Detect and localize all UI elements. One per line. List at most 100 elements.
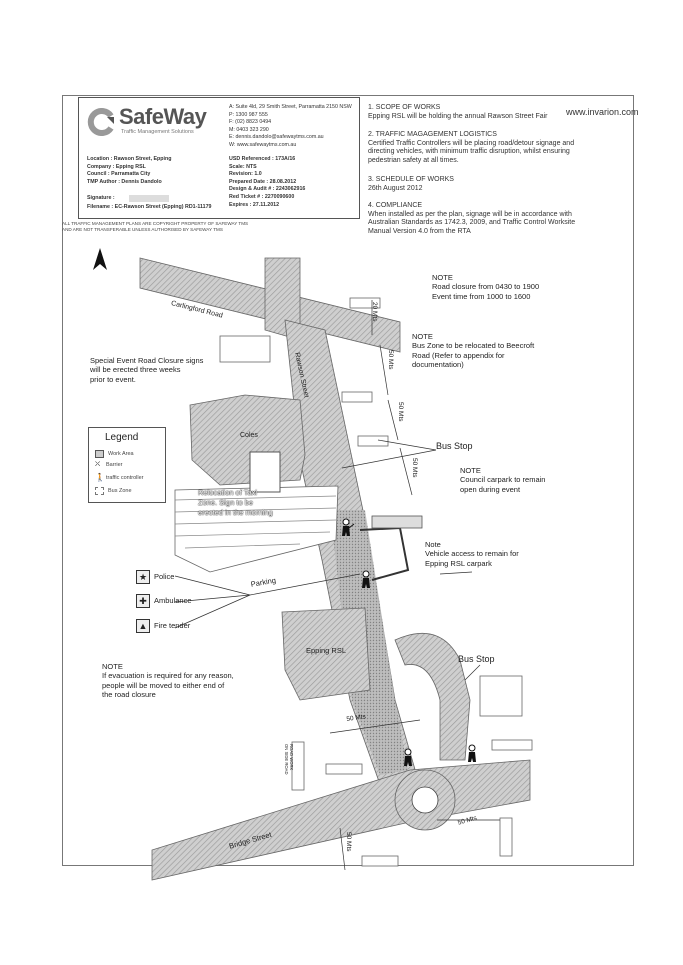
detail-usd: USD Referenced : 173A/16: [229, 156, 296, 162]
bus-stop-label: Bus Stop: [436, 441, 473, 451]
legend-title: Legend: [105, 432, 139, 443]
scope-line: 26th August 2012: [368, 184, 423, 192]
note-road-closure: NOTE Road closure from 0430 to 1900 Even…: [432, 273, 539, 301]
roundabout-island: [411, 786, 439, 814]
distance-label: 50 Mts: [397, 402, 404, 422]
distance-label: 50 Mts: [345, 832, 352, 852]
note-line: people will be moved to either end of: [102, 680, 225, 690]
detail-design: Design & Audit # : 2243062916: [229, 186, 306, 193]
contact-line: W: www.safewaytms.com.au: [229, 141, 297, 148]
note-line: documentation): [412, 360, 464, 370]
taxi-zone-line: erected in the morning: [198, 508, 273, 517]
scope-section-3: 3. SCHEDULE OF WORKS 26th August 2012: [368, 176, 454, 193]
note-line: Road closure from 0430 to 1900: [432, 282, 540, 292]
bus-zone-icon: [95, 487, 104, 495]
safeway-logo-icon: [87, 108, 115, 136]
scope-line: Manual Version 4.0 from the RTA: [368, 227, 471, 235]
detail-council: Council : Parramatta City: [87, 171, 151, 178]
detail-ticket: Red Ticket # : 2270090600: [229, 193, 295, 200]
barrier-icon: ⛌: [95, 461, 101, 468]
north-arrow-icon: [93, 248, 107, 270]
legend-label: Work Area: [108, 451, 134, 457]
detail-location: Location : Rawson Street, Epping: [87, 156, 172, 162]
detail-prepared: Prepared Date : 28.08.2012: [229, 178, 297, 185]
access-route: [359, 526, 410, 581]
detail-scale: Scale: NTS: [229, 163, 257, 170]
note-title: NOTE: [412, 332, 433, 341]
title-block: SafeWay Traffic Management Solutions A: …: [78, 97, 360, 219]
note-line: prior to event.: [90, 374, 136, 384]
contact-line: P: 1300 987 555: [229, 111, 268, 118]
sign-line: ROAD WORK: [289, 744, 294, 771]
scope-line: Epping RSL will be holding the annual Ra…: [368, 112, 548, 120]
legend-label: traffic controller: [106, 475, 144, 481]
contact-line: A: Suite 4ld, 29 Smith Street, Parramatt…: [229, 104, 352, 110]
plan-sheet: [62, 95, 634, 866]
epping-rsl-building: [281, 607, 371, 701]
scope-line: pedestrian safety at all times.: [368, 156, 459, 164]
detail-company: Company : Epping RSL: [87, 163, 146, 170]
note-line: Event time from 1000 to 1600: [432, 291, 531, 301]
note-vehicle-access: Note Vehicle access to remain for Epping…: [425, 540, 519, 568]
legend-item: ⛌ Barrier: [95, 461, 123, 468]
road-work-sign: ROAD WORK ON SIDE ROAD: [284, 744, 294, 774]
bus-stop-label: Bus Stop: [458, 654, 495, 664]
note-council-carpark: NOTE Council carpark to remain open duri…: [460, 466, 545, 494]
coles-label: Coles: [240, 432, 258, 439]
contact-line: E: dennis.dandolo@safewaytms.com.au: [229, 134, 324, 141]
note-line: Council carpark to remain: [460, 475, 546, 485]
service-label: Ambulance: [154, 595, 192, 605]
note-line: will be erected three weeks: [90, 365, 181, 375]
filename: Filename : EC-Rawson Street (Epping) RD1…: [87, 204, 212, 210]
note-line: the road closure: [102, 690, 156, 700]
legend-label: Bus Zone: [108, 488, 132, 494]
contact-block: A: Suite 4ld, 29 Smith Street, Parramatt…: [229, 104, 352, 150]
sign-line: ON SIDE ROAD: [284, 744, 289, 775]
scope-line: directing vehicles, with minimum traffic…: [368, 148, 570, 156]
taxi-zone-line: Relocation of Taxi: [198, 488, 258, 497]
legend: Legend Work Area ⛌ Barrier 🚶 traffic con…: [88, 427, 166, 503]
note-special-event: Special Event Road Closure signs will be…: [90, 356, 203, 384]
taxi-zone-line: Zone. Sign to be: [198, 498, 254, 507]
details-left: Location : Rawson Street, Epping Company…: [87, 156, 171, 186]
traffic-controller-icon: 🚶: [95, 473, 105, 482]
logo-subtitle: Traffic Management Solutions: [121, 129, 194, 135]
scope-title: 3. SCHEDULE OF WORKS: [368, 176, 454, 183]
ambulance-icon: ✚: [136, 594, 150, 608]
traffic-controllers: [342, 518, 476, 766]
disclaimer: ALL TRAFFIC MANAGEMENT PLANS ARE COPYRIG…: [62, 221, 248, 233]
service-label: Fire tender: [154, 620, 191, 630]
police-icon: ★: [136, 570, 150, 584]
legend-label: Barrier: [106, 462, 123, 468]
scope-line: Australian Standards as 1742.3, 2009, an…: [368, 219, 576, 227]
scope-section-2: 2. TRAFFIC MAGAGEMENT LOGISTICS Certifie…: [368, 131, 574, 165]
service-fire-tender: ▲ Fire tender: [136, 619, 190, 633]
fire-icon: ▲: [136, 619, 150, 633]
service-police: ★ Police: [136, 570, 174, 584]
note-line: Road (Refer to appendix for: [412, 350, 505, 360]
details-right: USD Referenced : 173A/16 Scale: NTS Revi…: [229, 156, 305, 209]
website: www.invarion.com: [566, 107, 639, 117]
scope-title: 4. COMPLIANCE: [368, 202, 423, 209]
coles-building: [189, 394, 306, 486]
council-carpark-entry: [371, 515, 423, 529]
scope-line: When installed as per the plan, signage …: [368, 210, 572, 218]
note-evacuation: NOTE If evacuation is required for any r…: [102, 662, 234, 700]
note-title: NOTE: [460, 466, 481, 475]
service-label: Police: [154, 571, 175, 581]
rsl-driveway: [394, 633, 471, 761]
logo-text: SafeWay: [119, 104, 207, 129]
disclaimer-line: AND ARE NOT TRANSFERABLE UNLESS AUTHORIS…: [62, 227, 223, 232]
scope-line: Certified Traffic Controllers will be pl…: [368, 139, 575, 147]
note-title: NOTE: [432, 273, 453, 282]
scope-section-4: 4. COMPLIANCE When installed as per the …: [368, 202, 575, 236]
work-area-icon: [95, 450, 104, 458]
detail-revision: Revision: 1.0: [229, 171, 262, 178]
note-line: Special Event Road Closure signs: [90, 356, 204, 365]
detail-expires: Expires : 27.11.2012: [229, 201, 280, 208]
scope-title: 1. SCOPE OF WORKS: [368, 104, 441, 111]
signs: [219, 297, 533, 867]
note-line: Bus Zone to be relocated to Beecroft: [412, 341, 535, 351]
distance-label: 50 Mts: [387, 350, 394, 370]
scope-title: 2. TRAFFIC MAGAGEMENT LOGISTICS: [368, 131, 497, 138]
